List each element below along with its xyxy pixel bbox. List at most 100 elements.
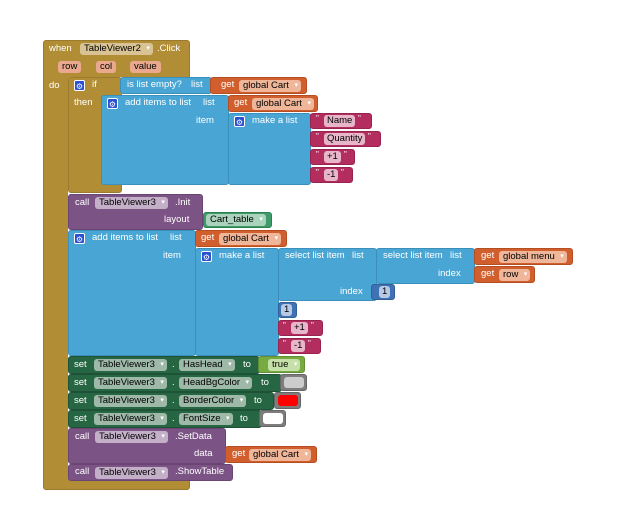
event-name: .Click: [157, 43, 181, 54]
quote-mark: ": [368, 132, 371, 141]
set-label: set: [74, 359, 87, 370]
quote-mark: ": [316, 114, 319, 123]
var-dropdown[interactable]: global Cart: [252, 98, 314, 110]
select-label: select list item: [383, 250, 443, 261]
quote-mark: ": [311, 321, 314, 330]
is-list-empty-label: is list empty?: [127, 79, 182, 90]
quote-mark: ": [344, 150, 347, 159]
dot-label: .: [172, 359, 175, 370]
make-list-label: make a list: [219, 250, 265, 261]
get-label: get: [481, 250, 495, 261]
to-label: to: [254, 395, 262, 406]
make-a-list-block[interactable]: [195, 248, 279, 356]
mutator-gear-icon[interactable]: ⚙: [74, 80, 85, 91]
make-list-label: make a list: [252, 115, 298, 126]
get-label: get: [232, 448, 246, 459]
call-label: call: [75, 431, 90, 442]
string-value[interactable]: +1: [324, 151, 341, 163]
color-swatch[interactable]: [263, 413, 283, 424]
index-label: index: [438, 268, 461, 279]
call-label: call: [75, 197, 90, 208]
do-label: do: [49, 80, 60, 91]
string-value[interactable]: +1: [291, 322, 308, 334]
data-label: data: [194, 448, 213, 459]
component-dropdown[interactable]: TableViewer3: [95, 431, 168, 443]
param-value[interactable]: value: [130, 61, 161, 73]
method-label: .Init: [175, 197, 191, 208]
component-dropdown[interactable]: TableViewer3: [94, 377, 167, 389]
var-dropdown[interactable]: global Cart: [219, 233, 281, 245]
mutator-gear-icon[interactable]: ⚙: [201, 251, 212, 262]
component-dropdown[interactable]: TableViewer3: [94, 395, 167, 407]
to-label: to: [240, 413, 248, 424]
list-label: list: [191, 79, 203, 90]
get-label: get: [234, 97, 248, 108]
method-label: .SetData: [175, 431, 212, 442]
call-label: call: [75, 466, 90, 477]
item-label: item: [196, 115, 214, 126]
property-dropdown[interactable]: HeadBgColor: [179, 377, 253, 389]
index-label: index: [340, 286, 363, 297]
number-value[interactable]: 1: [281, 304, 293, 316]
set-label: set: [74, 377, 87, 388]
property-dropdown[interactable]: BorderColor: [179, 395, 247, 407]
component-dropdown[interactable]: TableViewer3: [95, 467, 168, 479]
mutator-gear-icon[interactable]: ⚙: [107, 98, 118, 109]
component-dropdown[interactable]: TableViewer3: [94, 359, 167, 371]
get-label: get: [201, 232, 215, 243]
add-items-block[interactable]: [68, 230, 196, 356]
call-init-block[interactable]: [68, 194, 203, 230]
to-label: to: [261, 377, 269, 388]
select-list-item-block[interactable]: [376, 248, 475, 284]
set-label: set: [74, 413, 87, 424]
quote-mark: ": [283, 321, 286, 330]
component-dropdown[interactable]: TableViewer2: [80, 43, 153, 55]
component-dropdown[interactable]: TableViewer3: [95, 197, 168, 209]
quote-mark: ": [316, 150, 319, 159]
quote-mark: ": [316, 168, 319, 177]
quote-mark: ": [308, 339, 311, 348]
string-value[interactable]: Name: [324, 115, 356, 127]
string-value[interactable]: -1: [291, 340, 306, 352]
quote-mark: ": [341, 168, 344, 177]
color-swatch[interactable]: [284, 377, 304, 388]
item-label: item: [163, 250, 181, 261]
quote-mark: ": [358, 114, 361, 123]
dot-label: .: [172, 395, 175, 406]
string-value[interactable]: -1: [324, 169, 339, 181]
string-value[interactable]: Quantity: [324, 133, 366, 145]
property-dropdown[interactable]: HasHead: [179, 359, 235, 371]
if-label: if: [92, 79, 97, 90]
dot-label: .: [172, 413, 175, 424]
mutator-gear-icon[interactable]: ⚙: [234, 116, 245, 127]
mutator-gear-icon[interactable]: ⚙: [74, 233, 85, 244]
quote-mark: ": [283, 339, 286, 348]
method-label: .ShowTable: [175, 466, 225, 477]
var-dropdown[interactable]: global Cart: [239, 80, 301, 92]
param-row[interactable]: row: [58, 61, 82, 73]
var-dropdown[interactable]: row: [499, 269, 531, 281]
layout-label: layout: [164, 214, 190, 225]
list-label: list: [450, 250, 462, 261]
param-col[interactable]: col: [96, 61, 117, 73]
list-label: list: [203, 97, 215, 108]
quote-mark: ": [316, 132, 319, 141]
when-label: when: [49, 43, 72, 54]
boolean-dropdown[interactable]: true: [268, 359, 301, 371]
number-value[interactable]: 1: [379, 286, 391, 298]
set-label: set: [74, 395, 87, 406]
var-dropdown[interactable]: global menu: [499, 251, 567, 263]
component-dropdown[interactable]: TableViewer3: [94, 413, 167, 425]
get-label: get: [481, 268, 495, 279]
to-label: to: [243, 359, 251, 370]
var-dropdown[interactable]: global Cart: [249, 449, 311, 461]
property-dropdown[interactable]: FontSize: [179, 413, 233, 425]
then-label: then: [74, 97, 93, 108]
select-list-item-block[interactable]: [278, 248, 377, 301]
add-items-label: add items to list: [125, 97, 191, 108]
color-swatch[interactable]: [278, 395, 298, 406]
layout-dropdown[interactable]: Cart_table: [206, 214, 266, 226]
add-items-block[interactable]: [101, 95, 229, 185]
select-label: select list item: [285, 250, 345, 261]
get-label: get: [221, 79, 235, 90]
